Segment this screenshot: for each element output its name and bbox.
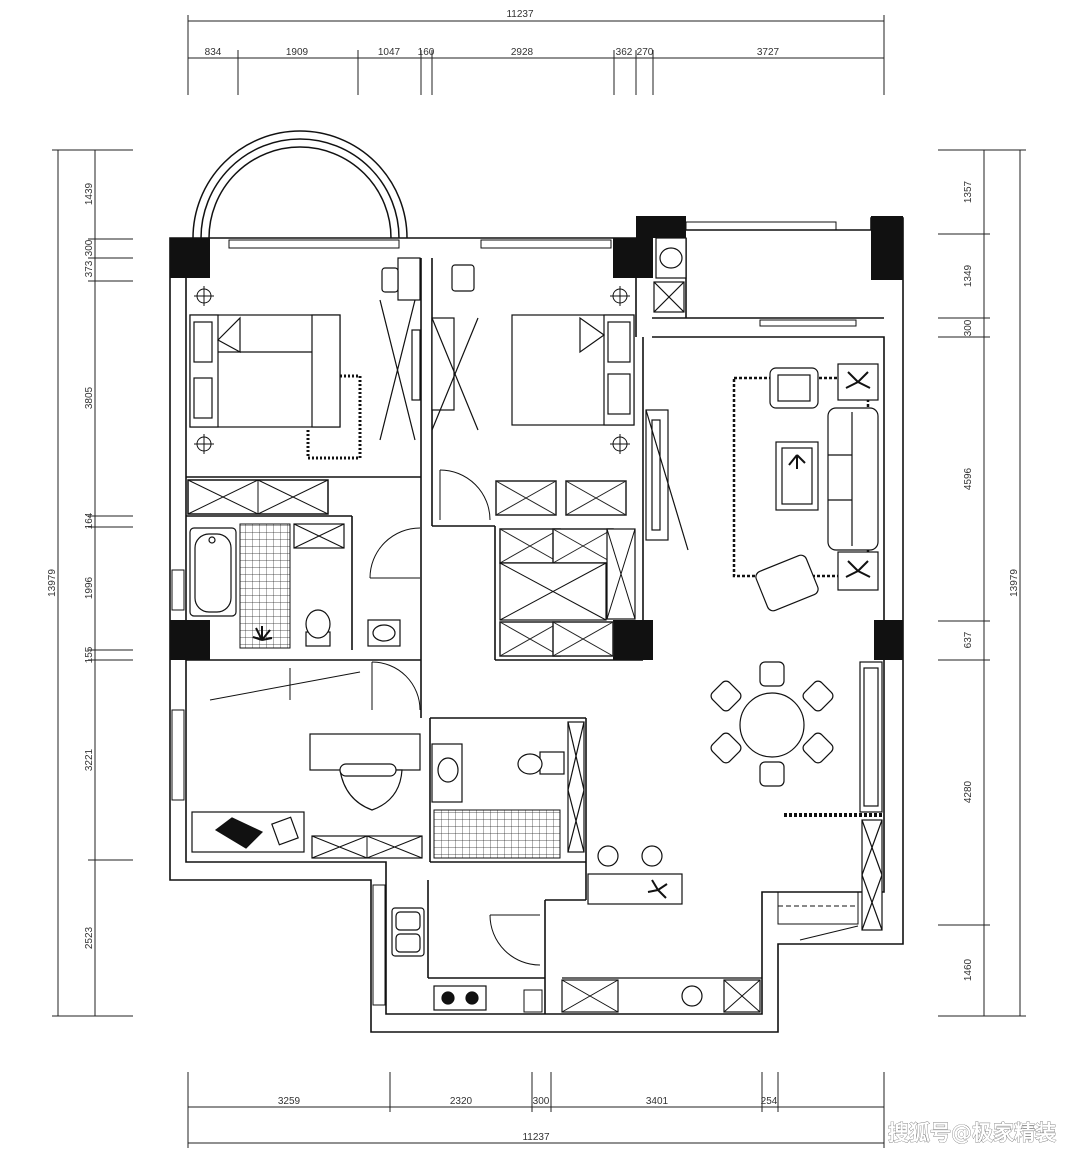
washbasin-master: [367, 619, 401, 647]
top-dim-6: 362: [616, 47, 633, 58]
top-total-dim: 11237: [506, 9, 534, 20]
left-dim-2: 300: [84, 239, 95, 256]
top-dim-8: 3727: [757, 47, 780, 58]
study-cabinet: [311, 835, 423, 859]
left-dim-4: 3805: [84, 386, 95, 409]
right-dim-4: 4596: [963, 467, 974, 490]
left-dimension-lines: [52, 149, 133, 1017]
bottom-segment-dims: 3259 2320 300 3401 254: [278, 1096, 778, 1107]
kitchen-cabinet-side: [523, 989, 543, 1013]
right-dim-5: 637: [963, 631, 974, 648]
kitchen-sink: [391, 907, 425, 957]
left-dim-8: 3221: [84, 748, 95, 771]
study-lamp-lines: [209, 668, 361, 701]
master-bed: [189, 314, 341, 428]
shower-tile-floor: [239, 523, 291, 649]
dining-set: [710, 661, 834, 787]
columns: [170, 216, 903, 660]
right-dim-6: 4280: [963, 780, 974, 803]
left-dim-6: 1996: [84, 576, 95, 599]
right-dim-1: 1357: [963, 180, 974, 203]
second-bath-fixtures: [431, 721, 585, 853]
second-shower-tiles: [433, 809, 561, 859]
dining-sideboard: [859, 661, 883, 931]
nightstand-lamp-icons: [194, 286, 630, 454]
left-dim-5: 164: [84, 512, 95, 529]
master-wardrobe: [187, 479, 329, 515]
top-dim-3: 1047: [378, 47, 401, 58]
bay-window: [192, 130, 408, 239]
top-dim-4: 160: [418, 47, 435, 58]
right-segment-dims: 1357 1349 300 4596 637 4280 1460: [963, 180, 974, 981]
right-dim-3: 300: [963, 319, 974, 336]
bottom-dimension-lines: [187, 1072, 885, 1148]
second-bed: [511, 314, 635, 426]
top-dim-1: 834: [205, 47, 222, 58]
side-tables: [837, 363, 879, 591]
left-dim-1: 1439: [84, 182, 95, 205]
top-dim-2: 1909: [286, 47, 309, 58]
bottom-dim-3: 300: [533, 1096, 550, 1107]
bottom-dim-2: 2320: [450, 1096, 473, 1107]
top-segment-dims: 834 1909 1047 160 2928 362 270 3727: [205, 47, 780, 58]
study-daybed: [191, 811, 305, 853]
bottom-total-dim: 11237: [522, 1132, 550, 1143]
right-dimension-lines: [938, 149, 1026, 1017]
watermark: 搜狐号@极家精装: [888, 1121, 1056, 1145]
bath-cabinet: [293, 523, 345, 549]
left-dim-3: 373: [84, 260, 95, 277]
bottom-dim-1: 3259: [278, 1096, 301, 1107]
left-segment-dims: 1439 300 373 3805 164 1996 155 3221 2523: [84, 182, 95, 949]
balcony-laundry: [653, 237, 687, 313]
fridge-unit: [561, 977, 762, 1013]
rug-master: [306, 374, 362, 460]
top-dim-7: 270: [637, 47, 654, 58]
left-total-dim: 13979: [47, 569, 58, 597]
doors: [369, 469, 541, 966]
second-bedroom-wardrobe: [431, 264, 479, 431]
second-bedroom-closets: [495, 480, 636, 657]
left-dim-7: 155: [84, 646, 95, 663]
left-dim-9: 2523: [84, 926, 95, 949]
plant-master-bath: [252, 626, 273, 641]
top-dimension-lines: [187, 15, 885, 95]
study-desk: [309, 733, 421, 811]
master-tv-unit: [379, 257, 421, 441]
windows: [171, 221, 857, 1006]
bathtub: [189, 527, 237, 617]
bottom-dim-5: 254: [761, 1096, 778, 1107]
coffee-table: [775, 441, 819, 511]
bottom-dim-4: 3401: [646, 1096, 669, 1107]
right-total-dim: 13979: [1009, 569, 1020, 597]
tv-cabinet: [645, 409, 689, 551]
gas-stove: [433, 985, 487, 1011]
toilet-master: [305, 609, 331, 647]
right-dim-7: 1460: [963, 958, 974, 981]
entry-cabinet: [777, 891, 859, 941]
breakfast-counter: [587, 845, 683, 905]
armchairs: [755, 367, 819, 612]
sofa: [827, 407, 879, 551]
top-dim-5: 2928: [511, 47, 534, 58]
right-dim-2: 1349: [963, 264, 974, 287]
